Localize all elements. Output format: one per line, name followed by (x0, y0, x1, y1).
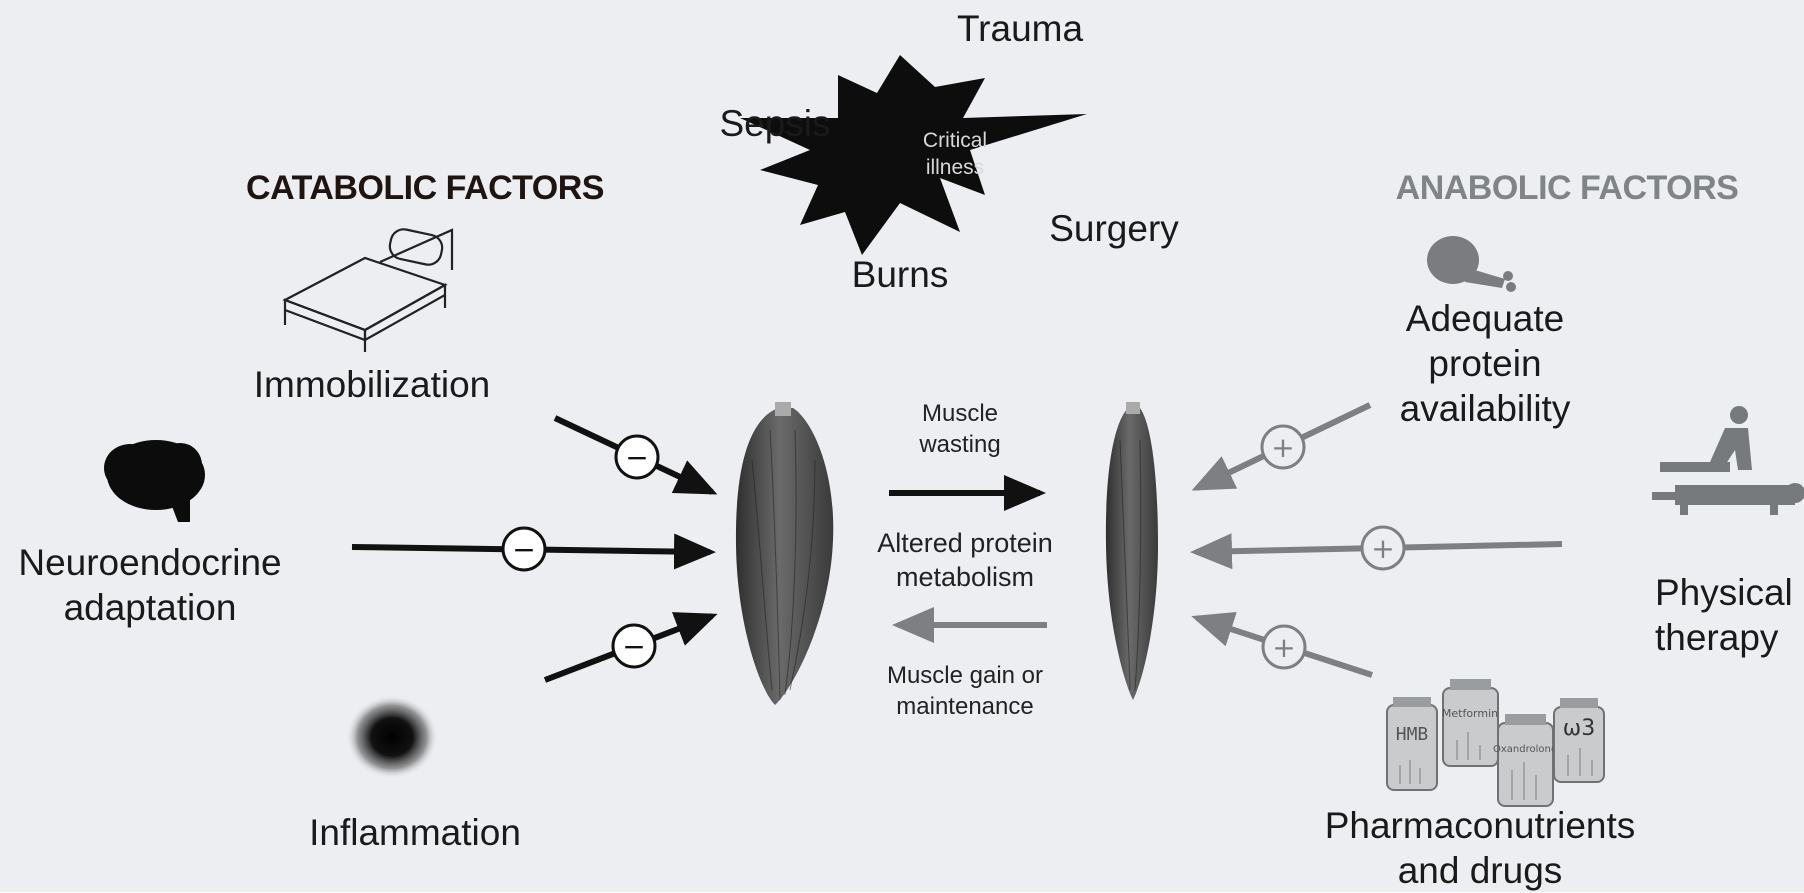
muscle-icon (1106, 402, 1158, 700)
inflammation-label: Inflammation (290, 810, 540, 855)
plus-sign: + (1371, 532, 1394, 565)
pharmaconutrients-label: Pharmaconutrients and drugs (1310, 803, 1650, 893)
jar-label-hmb: HMB (1396, 724, 1429, 745)
muscle-icon (736, 402, 833, 705)
plus-sign: + (1272, 631, 1295, 664)
catabolic-arrow: − (352, 528, 710, 570)
catabolic-arrow: − (545, 616, 712, 680)
minus-sign: − (622, 630, 645, 663)
trauma-label: Trauma (920, 6, 1120, 51)
brain-icon (104, 440, 205, 522)
physical-therapy-label: Physical therapy (1655, 570, 1804, 660)
catabolic-factors-heading: CATABOLIC FACTORS (210, 168, 640, 209)
bed-icon (285, 227, 452, 352)
muscle-wasting-label: Muscle wasting (880, 398, 1040, 460)
inflammation-blur-icon (346, 695, 438, 779)
anabolic-arrow: + (1197, 405, 1370, 488)
jar-label-omega3: ω3 (1563, 716, 1595, 741)
physical-therapy-icon (1652, 406, 1804, 515)
minus-sign: − (625, 441, 648, 474)
surgery-label: Surgery (1034, 206, 1194, 251)
plus-sign: + (1271, 431, 1294, 464)
chicken-leg-icon (1427, 236, 1516, 292)
anabolic-arrow: + (1196, 527, 1562, 569)
anabolic-arrow: + (1197, 618, 1372, 675)
sepsis-label: Sepsis (710, 101, 840, 146)
minus-sign: − (512, 533, 535, 566)
neuroendocrine-label: Neuroendocrine adaptation (0, 540, 300, 630)
critical-illness-label: Critical illness (890, 127, 1020, 182)
supplement-jars-icon: HMB Metformin Oxandrolone ω3 (1387, 679, 1604, 806)
immobilization-label: Immobilization (232, 362, 512, 407)
altered-metabolism-label: Altered protein metabolism (845, 527, 1085, 595)
jar-label-oxandrolone: Oxandrolone (1493, 744, 1557, 755)
jar-label-metformin: Metformin (1442, 707, 1498, 720)
muscle-gain-label: Muscle gain or maintenance (855, 660, 1075, 722)
anabolic-factors-heading: ANABOLIC FACTORS (1352, 168, 1782, 209)
protein-availability-label: Adequate protein availability (1355, 296, 1615, 431)
burns-label: Burns (835, 252, 965, 297)
catabolic-arrow: − (555, 418, 712, 492)
